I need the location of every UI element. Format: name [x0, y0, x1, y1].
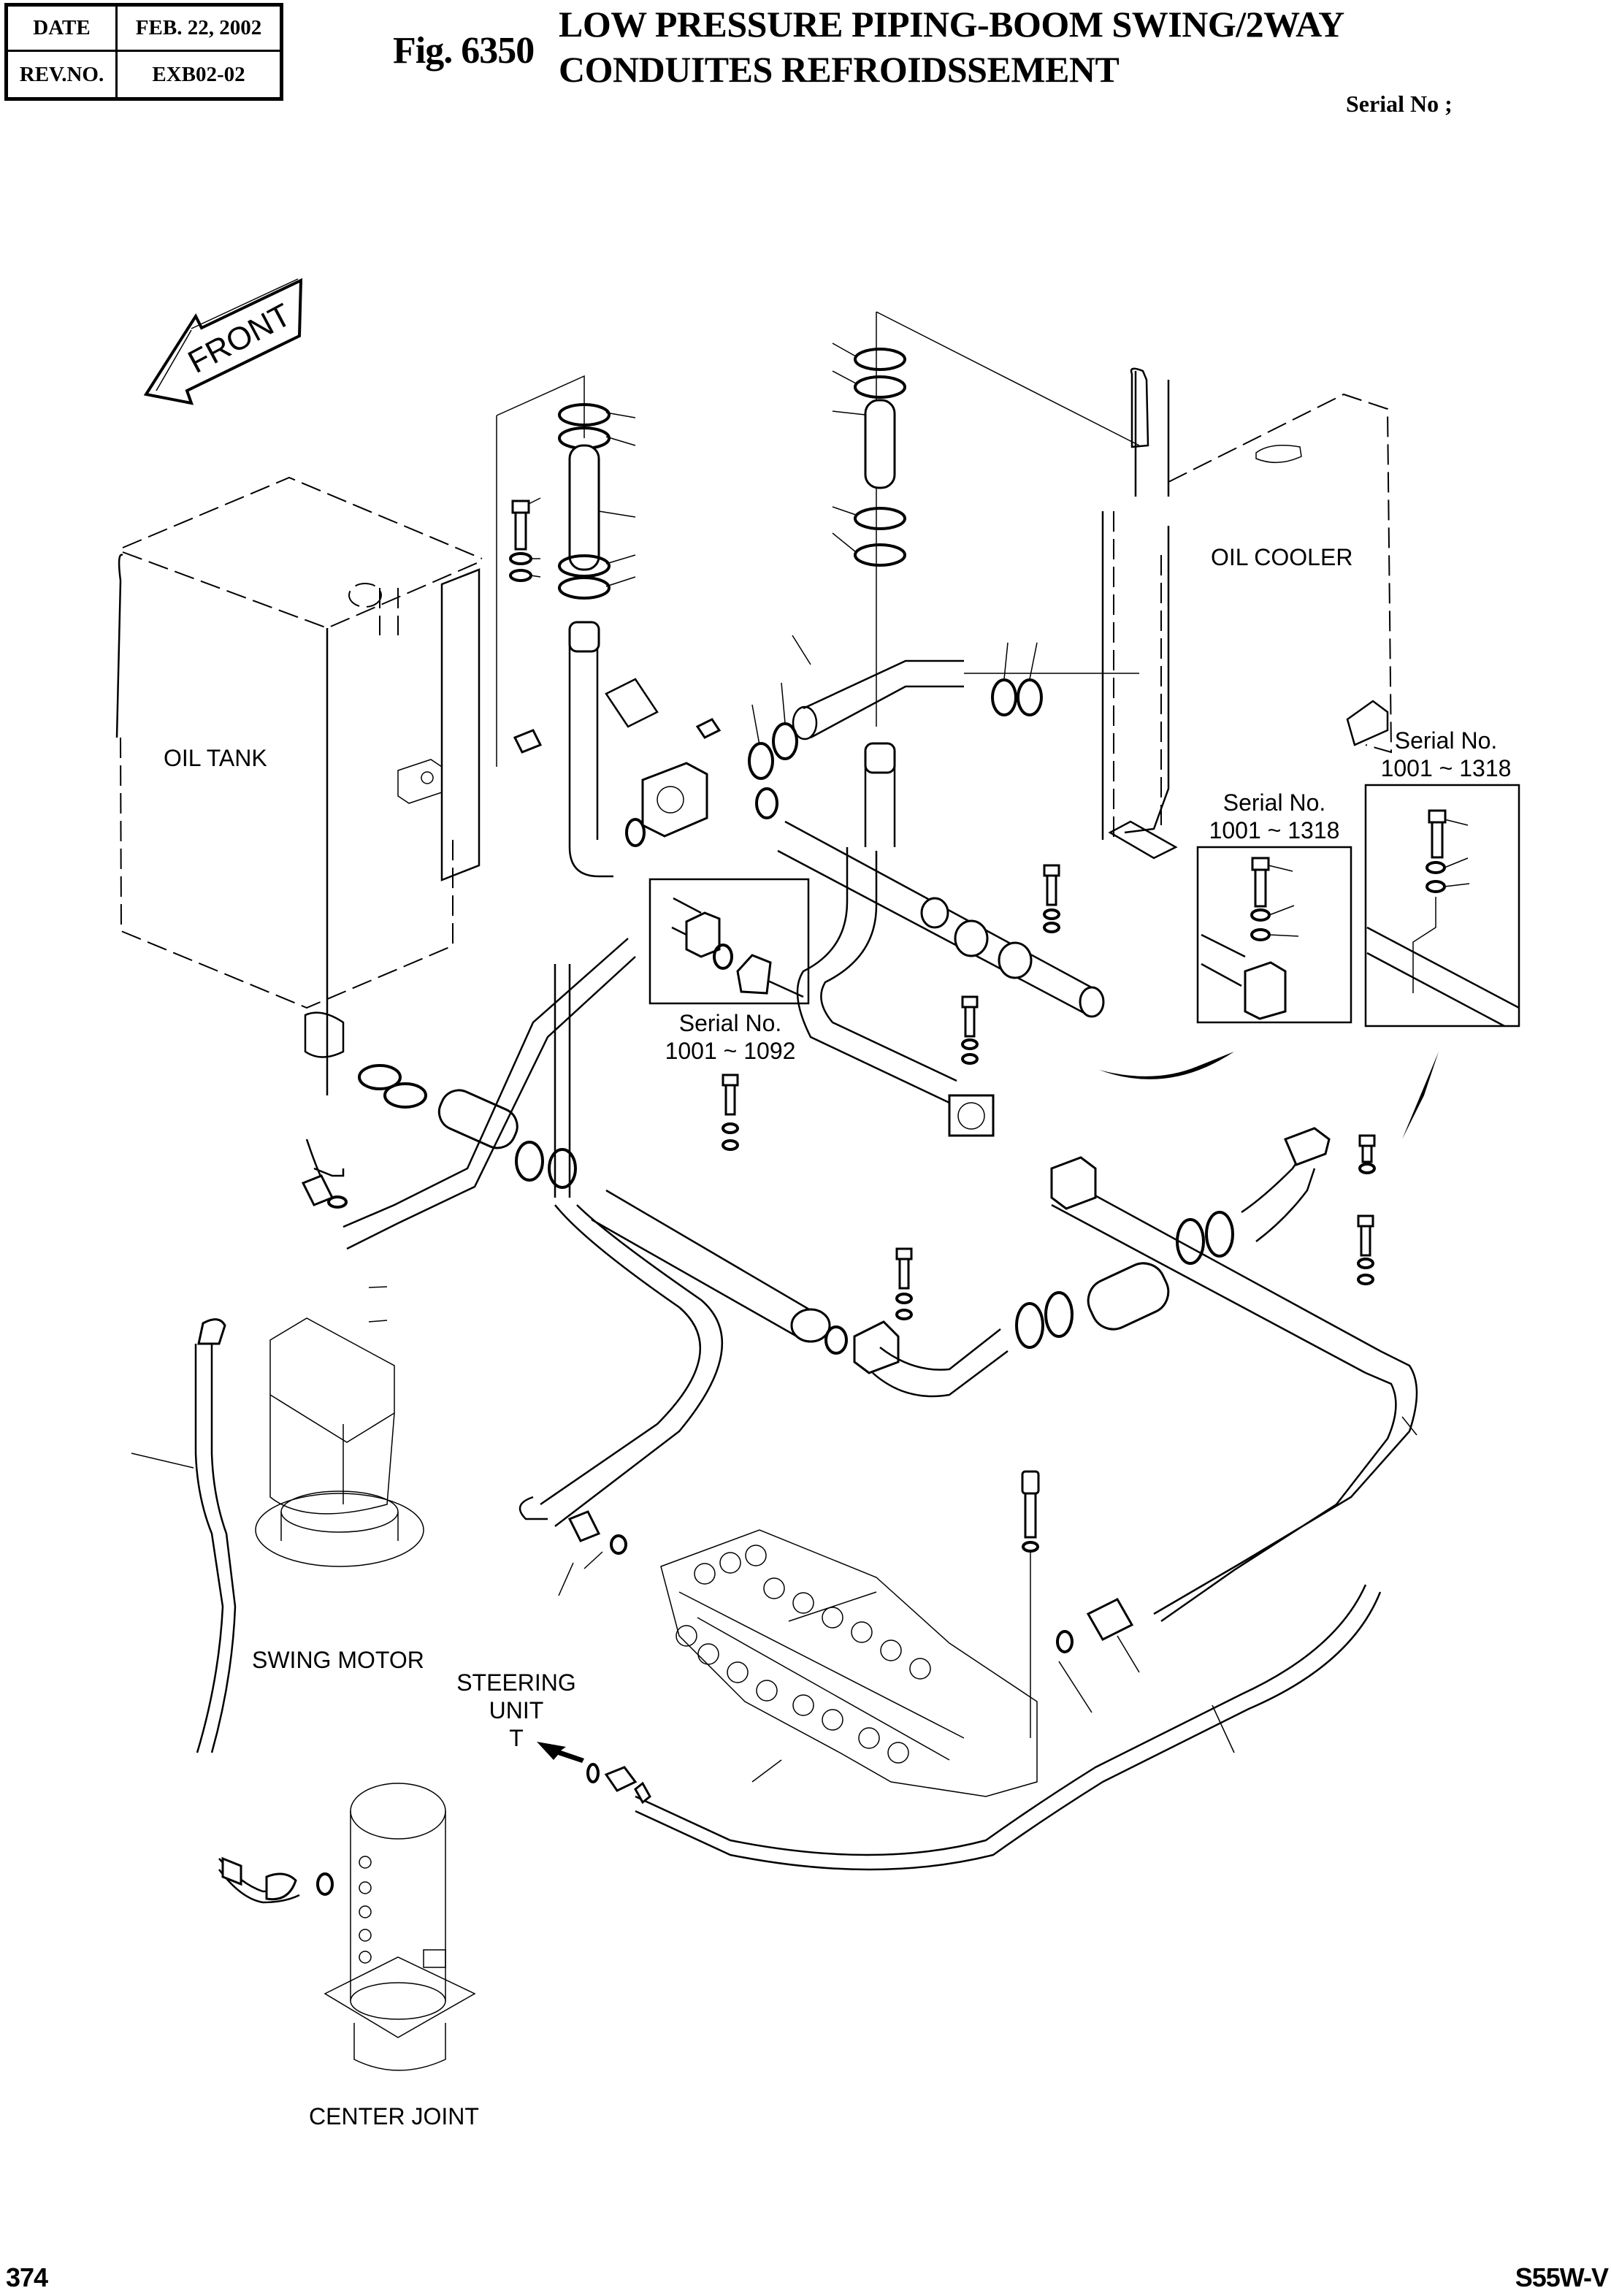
steering-arrow-icon — [537, 1742, 584, 1763]
hose-clamp-stack-left — [509, 403, 636, 878]
oil-cooler — [1101, 367, 1393, 860]
inset-serial-label-1318-a: Serial No. 1001 ~ 1318 — [1190, 789, 1358, 844]
right-perimeter-pipe — [1153, 1350, 1418, 1623]
oil-cooler-label: OIL COOLER — [1211, 544, 1353, 570]
inset-serial-range: 1001 ~ 1318 — [1209, 817, 1340, 843]
bolt-set-1 — [1043, 864, 1060, 933]
page-number: 374 — [6, 2262, 48, 2292]
model-code: S55W-V — [1515, 2262, 1609, 2292]
bolt-set-3 — [722, 1074, 739, 1151]
steering-return-hose — [635, 1584, 1382, 1871]
inset-serial-label-1318-b: Serial No. 1001 ~ 1318 — [1362, 727, 1530, 782]
swing-motor — [194, 1139, 424, 1753]
swing-motor-label: SWING MOTOR — [252, 1647, 424, 1673]
steering-unit-label: STEERING UNIT T — [454, 1669, 578, 1752]
bolt-set-5 — [1358, 1134, 1376, 1174]
inset-1001-1092 — [648, 878, 810, 1005]
steering-unit-line1: STEERING — [456, 1669, 576, 1696]
return-manifold-pipe — [777, 820, 1105, 1137]
figure-title-fr: CONDUITES REFROIDSSEMENT — [559, 49, 1120, 90]
long-cooler-return-pipe — [518, 1189, 848, 1527]
flange-assembly — [513, 678, 778, 847]
rev-value: EXB02-02 — [152, 62, 245, 86]
inset-serial-title: Serial No. — [1394, 727, 1498, 754]
center-joint-label: CENTER JOINT — [309, 2103, 479, 2129]
oil-tank-outlet-hose — [343, 938, 636, 1250]
inset-serial-title: Serial No. — [678, 1010, 782, 1036]
bolt-set-7 — [1021, 1470, 1040, 1738]
lower-center-pipe — [853, 1127, 1381, 1398]
bolt-set-6 — [1357, 1214, 1374, 1285]
figure-title-en: LOW PRESSURE PIPING-BOOM SWING/2WAY — [559, 4, 1344, 45]
control-valve — [567, 1510, 1134, 1797]
rev-label: REV.NO. — [8, 52, 118, 97]
inset-serial-range: 1001 ~ 1318 — [1380, 755, 1512, 781]
revision-table: DATE FEB. 22, 2002 REV.NO. EXB02-02 — [4, 3, 283, 101]
date-label: DATE — [8, 7, 118, 52]
callout-pointer-a — [1099, 1052, 1234, 1079]
inset-serial-title: Serial No. — [1222, 789, 1326, 816]
bolt-set-4 — [895, 1247, 913, 1320]
steering-unit-port: T — [509, 1725, 524, 1751]
serial-number-label: Serial No ; — [1346, 91, 1453, 117]
hose-clamp-stack-right — [832, 343, 906, 847]
oil-tank — [115, 476, 483, 1095]
inset-1001-1318-b — [1364, 784, 1520, 1028]
front-arrow-icon: FRONT — [143, 278, 303, 405]
inset-serial-range: 1001 ~ 1092 — [665, 1038, 796, 1064]
figure-number: Fig. 6350 — [393, 30, 535, 72]
inset-1001-1318-a — [1196, 846, 1352, 1024]
bolt-set-2 — [961, 995, 979, 1065]
inset-serial-label-1092: Serial No. 1001 ~ 1092 — [643, 1009, 818, 1065]
callout-pointer-b — [1402, 1052, 1439, 1139]
date-value: FEB. 22, 2002 — [118, 7, 280, 52]
oil-tank-label: OIL TANK — [164, 745, 267, 771]
steering-unit-line2: UNIT — [489, 1697, 544, 1723]
center-joint — [218, 1783, 476, 2071]
cooler-inlet-pipe — [748, 635, 1139, 780]
